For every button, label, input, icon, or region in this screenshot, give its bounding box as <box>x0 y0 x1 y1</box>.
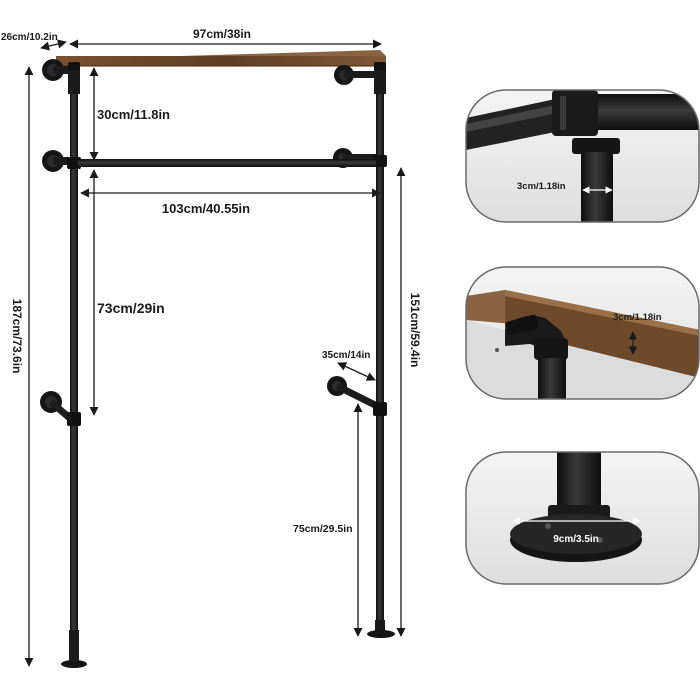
wood-shelf <box>50 50 386 67</box>
rack-illustration <box>40 50 395 668</box>
wall-flange-low-right <box>327 376 381 411</box>
floor-flange-left <box>61 630 87 668</box>
shelf-width-label: 97cm/38in <box>193 27 251 41</box>
arm-height-label: 75cm/29.5in <box>293 523 353 535</box>
pipe-diameter-label: 3cm/1.18in <box>517 181 566 192</box>
shelf-depth-line <box>40 39 67 51</box>
wall-flange-top-left <box>42 59 73 81</box>
right-height-label: 151cm/59.4in <box>408 293 422 368</box>
detail-flange-diameter: 9cm/3.5in <box>465 451 700 585</box>
arm-length-line <box>337 362 376 381</box>
left-upright-pipe <box>70 62 78 636</box>
rail-width-label: 103cm/40.55in <box>162 201 250 216</box>
measurement-lines <box>24 39 406 667</box>
flange-diameter-label: 9cm/3.5in <box>553 534 599 545</box>
shelf-depth-label: 26cm/10.2in <box>1 32 58 43</box>
lower-gap-label: 73cm/29in <box>97 300 165 316</box>
right-upright-pipe <box>376 62 384 632</box>
wall-flange-mid-left <box>42 150 73 172</box>
arm-length-label: 35cm/14in <box>322 350 370 361</box>
upper-gap-label: 30cm/11.8in <box>97 107 170 122</box>
total-height-label: 187cm/73.6in <box>10 299 24 374</box>
wall-flange-top-right <box>334 65 380 85</box>
hanging-rail <box>78 159 376 167</box>
detail-shelf-thickness: 3cm/1.18in <box>465 266 700 400</box>
detail-pipe-diameter: 3cm/1.18in <box>465 89 700 223</box>
shelf-thickness-label: 3cm/1.18in <box>613 312 662 323</box>
floor-flange-right <box>367 620 395 638</box>
